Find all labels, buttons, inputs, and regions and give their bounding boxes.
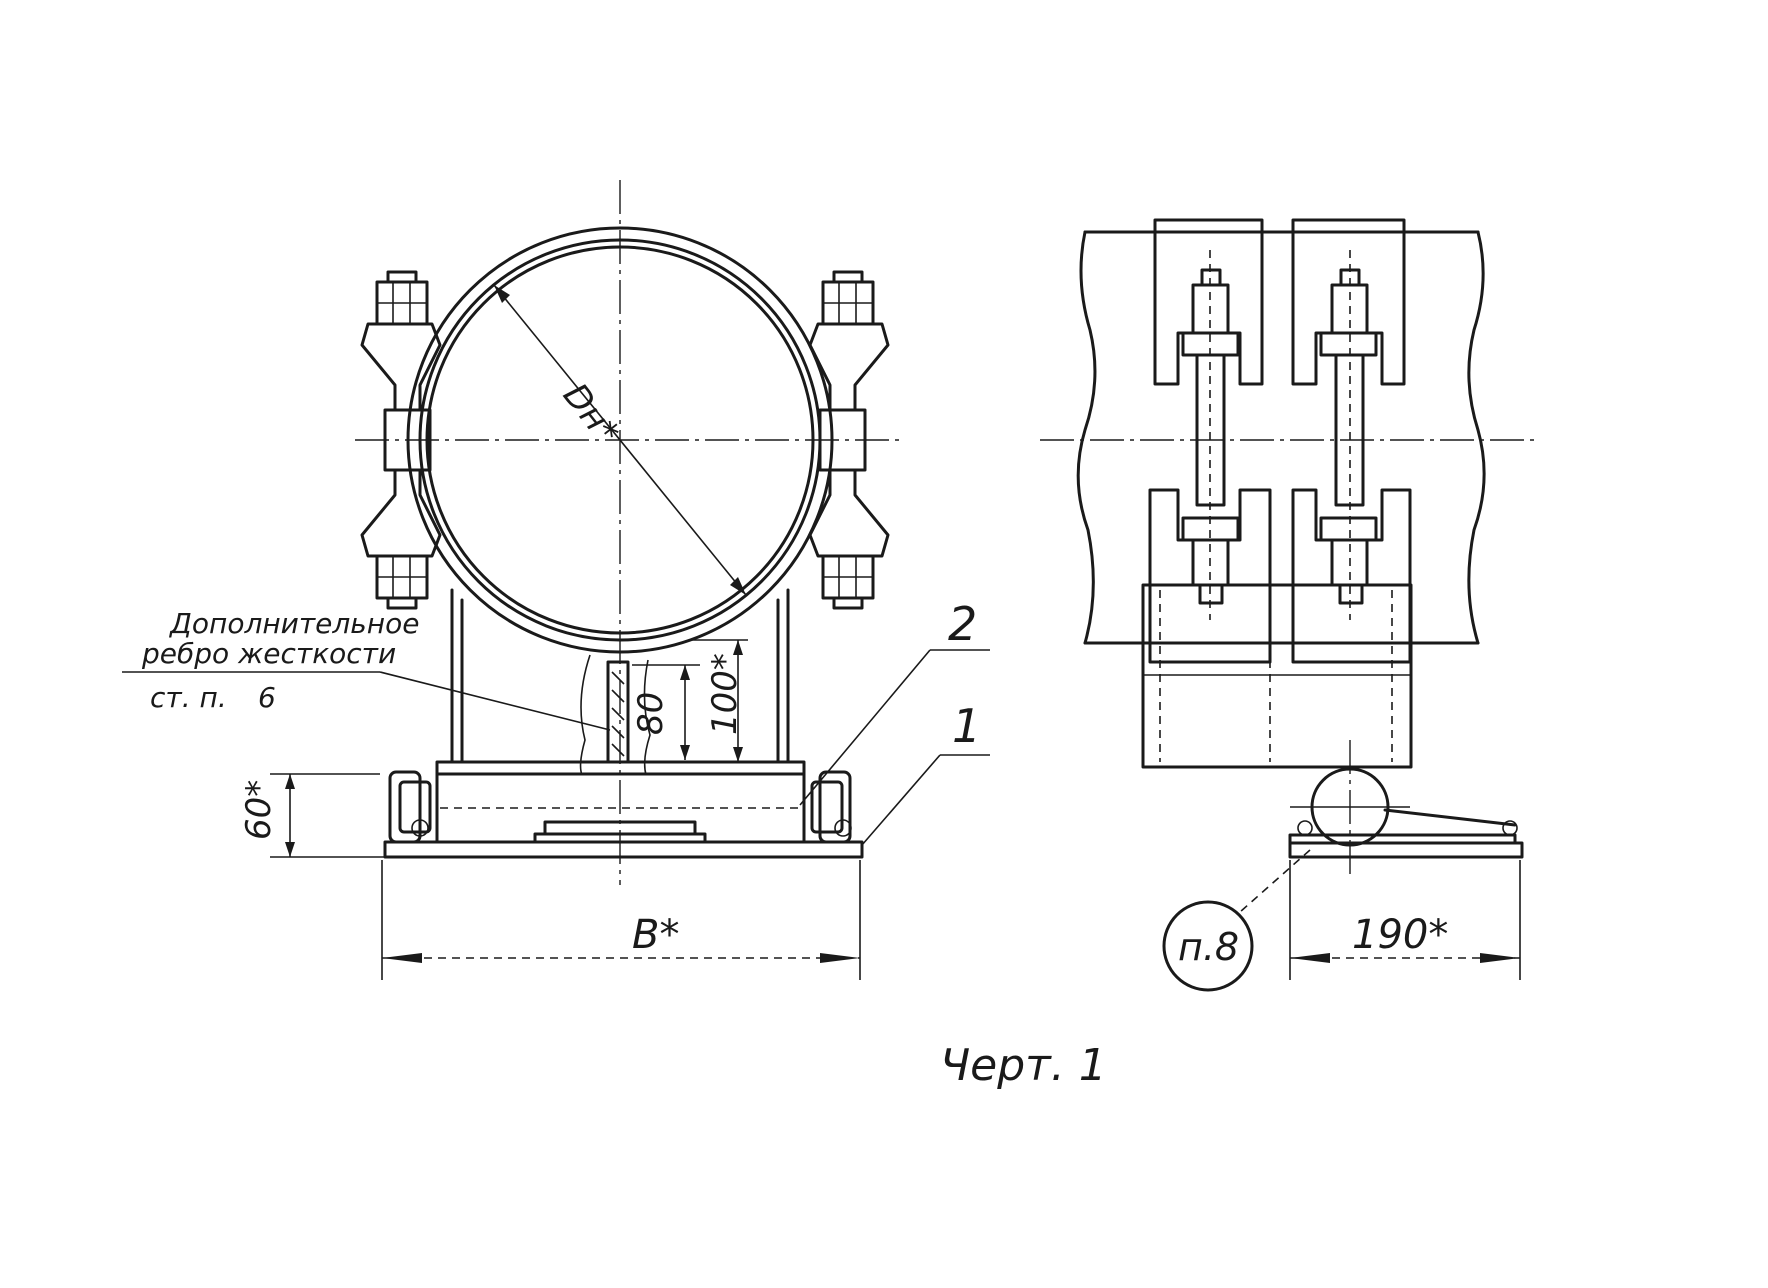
width-dimension: B* (381, 860, 861, 980)
upper-left-lug (1153, 218, 1264, 386)
dim-190: 190* (1352, 912, 1448, 958)
upper-right-lug (1291, 218, 1406, 386)
pipe-section (1076, 230, 1486, 645)
dim-60-group: 60* (239, 773, 385, 858)
dim-80: 80 (631, 692, 671, 735)
callout-1: 1 (952, 699, 981, 753)
lower-left-lug (1148, 488, 1272, 664)
note-line-3: ст. п. (150, 681, 227, 714)
pipe-clamp (406, 226, 834, 654)
left-bolt-lugs (360, 270, 442, 610)
ref-circle-label: п.8 (1178, 925, 1239, 969)
note-clause: 6 (258, 681, 276, 714)
front-view: Dн* Дополнительное ребро жесткости ст. п… (122, 180, 990, 980)
drawing-caption: Черт. 1 (940, 1040, 1107, 1091)
note-line-1: Дополнительное (168, 607, 419, 640)
right-bolt-lugs (808, 270, 890, 610)
roller (1288, 767, 1524, 859)
callout-2: 2 (948, 597, 977, 651)
lower-right-lug (1291, 488, 1412, 664)
side-view: п.8 190* (1040, 218, 1535, 992)
dim-100: 100* (705, 653, 745, 735)
dim-width-b: B* (632, 912, 679, 958)
support-legs (450, 588, 790, 776)
bolts (1195, 250, 1365, 620)
callouts: 2 1 (799, 597, 990, 846)
roller-base-assembly (383, 760, 864, 859)
reference-circle (1162, 900, 1254, 992)
height-dimensions: 80 100* (631, 639, 748, 762)
side-width-dimension: 190* (1289, 860, 1521, 980)
stiffener-note: Дополнительное ребро жесткости ст. п. 6 (122, 607, 611, 731)
reference-circle-group: п.8 (1162, 849, 1311, 992)
dim-60: 60* (239, 780, 279, 840)
note-line-2: ребро жесткости (141, 637, 396, 670)
